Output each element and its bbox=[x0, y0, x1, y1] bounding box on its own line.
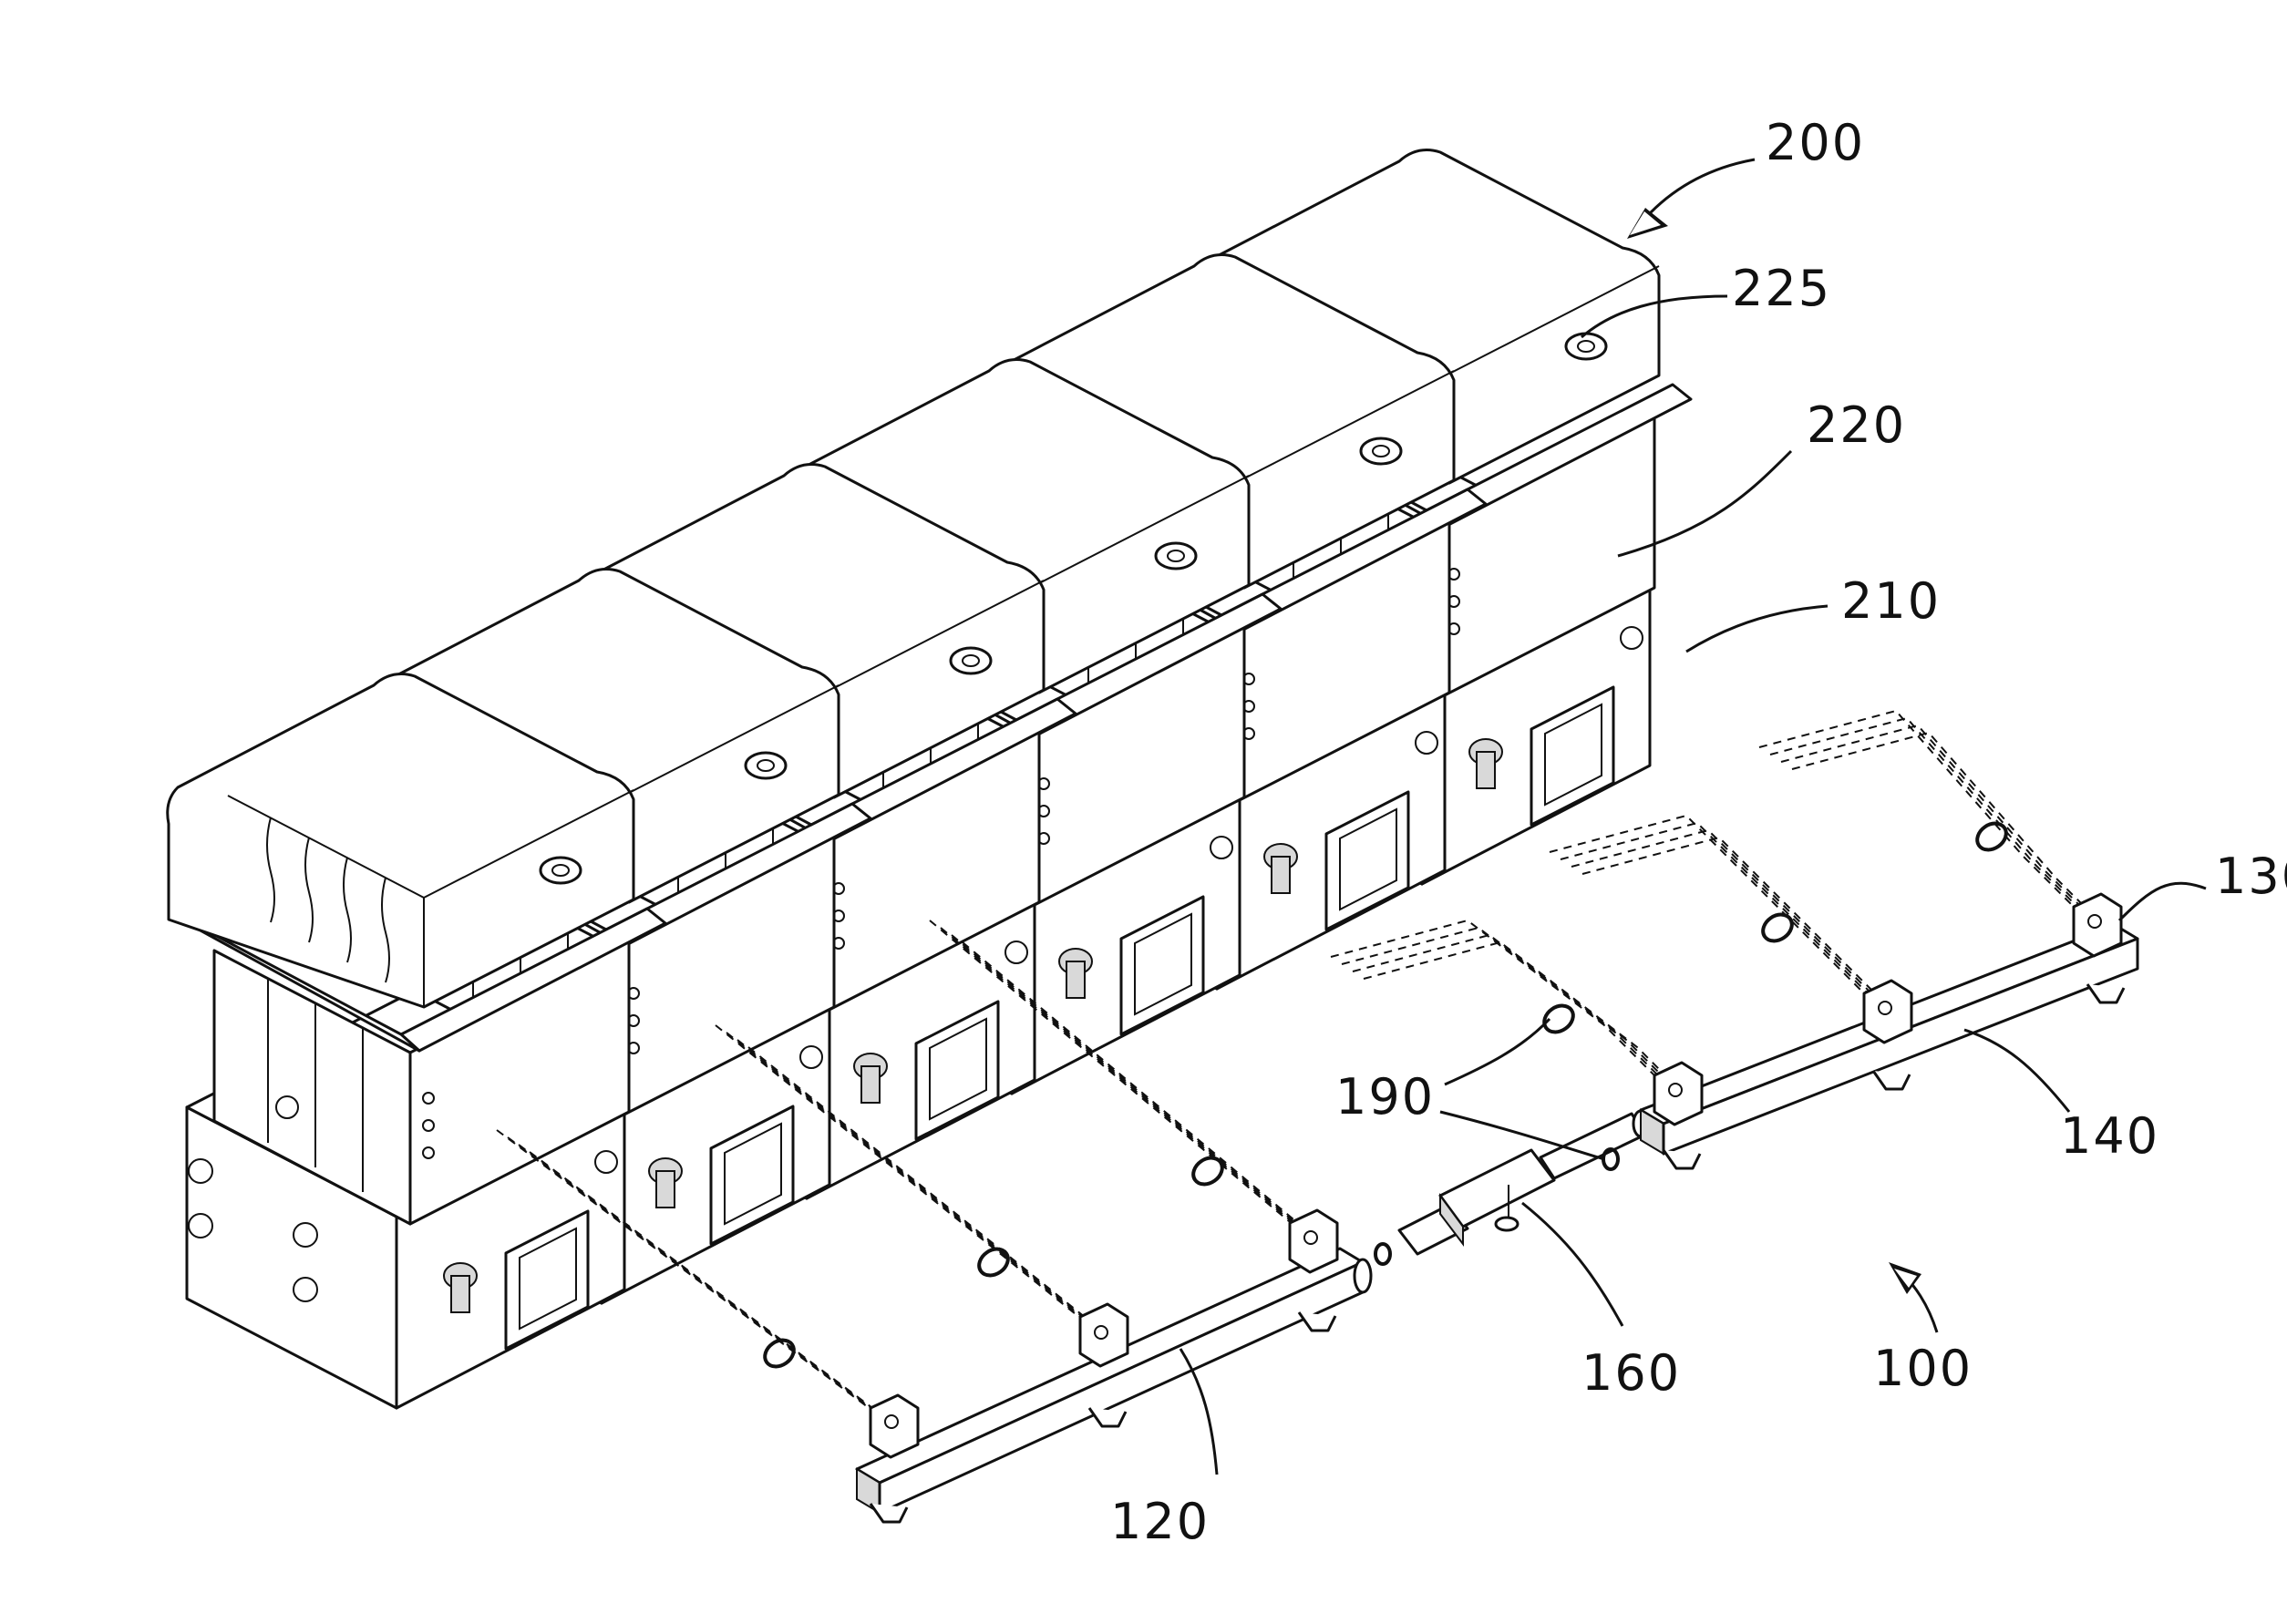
label-100: 100 bbox=[1873, 1340, 1973, 1397]
leader-190a bbox=[1445, 1019, 1550, 1084]
o-ring bbox=[1758, 910, 1798, 947]
o-ring bbox=[974, 1244, 1014, 1281]
fuel-rail-120 bbox=[857, 1210, 1371, 1522]
alignment-dash bbox=[1342, 928, 1670, 1087]
arrow-200 bbox=[1627, 159, 1755, 239]
label-220: 220 bbox=[1807, 396, 1906, 454]
leader-160 bbox=[1522, 1203, 1623, 1326]
cylinder-head bbox=[168, 674, 665, 1408]
arrow-100 bbox=[1889, 1262, 1937, 1332]
label-190: 190 bbox=[1335, 1068, 1435, 1125]
label-160: 160 bbox=[1581, 1344, 1681, 1402]
label-200: 200 bbox=[1766, 114, 1865, 171]
o-ring bbox=[760, 1335, 799, 1372]
label-210: 210 bbox=[1841, 572, 1941, 630]
alignment-dash bbox=[1759, 711, 2078, 911]
alignment-dash bbox=[1550, 816, 1869, 998]
o-ring bbox=[1540, 1001, 1579, 1038]
leader-140 bbox=[1964, 1030, 2069, 1112]
leader-210 bbox=[1686, 606, 1828, 652]
leader-190b bbox=[1440, 1112, 1604, 1159]
label-140: 140 bbox=[2060, 1107, 2159, 1165]
connector-160 bbox=[1375, 1111, 1648, 1264]
label-225: 225 bbox=[1732, 260, 1831, 317]
leader-130 bbox=[2119, 883, 2206, 920]
o-ring bbox=[1973, 818, 2012, 856]
label-120: 120 bbox=[1110, 1493, 1210, 1550]
label-130: 130 bbox=[2215, 848, 2287, 905]
